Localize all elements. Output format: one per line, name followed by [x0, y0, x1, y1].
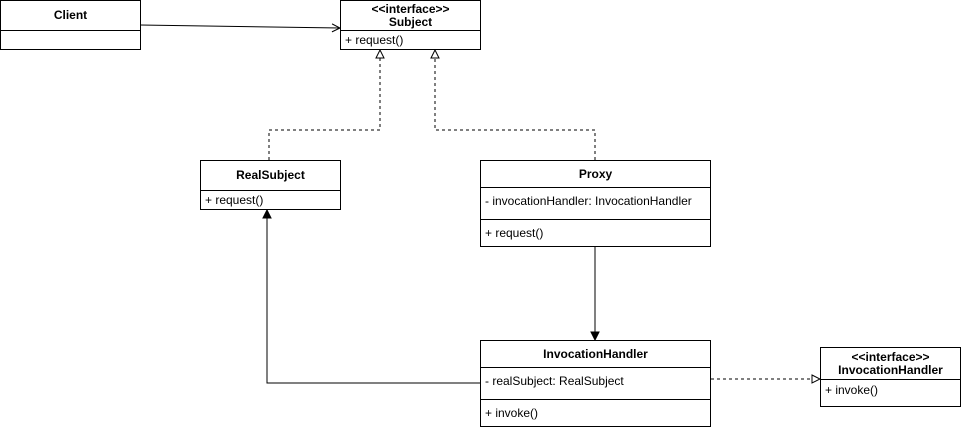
class-invocationhandler-attributes: - realSubject: RealSubject: [481, 368, 710, 400]
class-subject[interactable]: <<interface>> Subject + request(): [340, 0, 481, 50]
class-invocationhandler-interface-stereotype: <<interface>>: [851, 350, 930, 364]
class-client-header: Client: [1, 1, 140, 31]
class-invocationhandler-name: InvocationHandler: [543, 347, 648, 361]
class-proxy-name: Proxy: [578, 167, 613, 181]
class-realsubject-method: + request(): [205, 193, 264, 207]
class-client-name: Client: [53, 8, 88, 22]
class-invocationhandler-header: InvocationHandler: [481, 341, 710, 368]
class-proxy-attribute: - invocationHandler: InvocationHandler: [485, 194, 692, 208]
class-client[interactable]: Client: [0, 0, 141, 50]
class-invocationhandler[interactable]: InvocationHandler - realSubject: RealSub…: [480, 340, 711, 427]
class-invocationhandler-attribute: - realSubject: RealSubject: [485, 374, 624, 388]
class-proxy[interactable]: Proxy - invocationHandler: InvocationHan…: [480, 160, 711, 247]
class-client-body: [1, 31, 140, 50]
class-invocationhandler-interface-name: InvocationHandler: [838, 363, 943, 377]
class-subject-methods: + request(): [341, 31, 480, 50]
class-proxy-attributes: - invocationHandler: InvocationHandler: [481, 188, 710, 220]
class-subject-header: <<interface>> Subject: [341, 1, 480, 31]
class-subject-stereotype: <<interface>>: [371, 2, 450, 16]
client-to-subject-association: [139, 25, 340, 28]
class-invocationhandler-methods: + invoke(): [481, 400, 710, 426]
class-invocationhandler-method: + invoke(): [485, 406, 539, 420]
class-subject-name: Subject: [388, 15, 433, 29]
class-proxy-method: + request(): [485, 226, 544, 240]
class-proxy-header: Proxy: [481, 161, 710, 188]
class-realsubject[interactable]: RealSubject + request(): [200, 160, 341, 210]
invocationhandler-to-realsubject-association: [267, 210, 480, 384]
proxy-to-subject-realization: [435, 50, 596, 160]
class-invocationhandler-interface-method: + invoke(): [825, 383, 879, 397]
class-proxy-methods: + request(): [481, 220, 710, 246]
class-realsubject-name: RealSubject: [236, 168, 305, 182]
realsubject-to-subject-realization: [268, 50, 380, 160]
class-subject-method: + request(): [345, 33, 404, 47]
class-realsubject-methods: + request(): [201, 191, 340, 210]
class-invocationhandler-interface[interactable]: <<interface>> InvocationHandler + invoke…: [820, 347, 961, 407]
class-realsubject-header: RealSubject: [201, 161, 340, 191]
class-invocationhandler-interface-methods: + invoke(): [821, 380, 960, 406]
class-invocationhandler-interface-header: <<interface>> InvocationHandler: [821, 348, 960, 380]
